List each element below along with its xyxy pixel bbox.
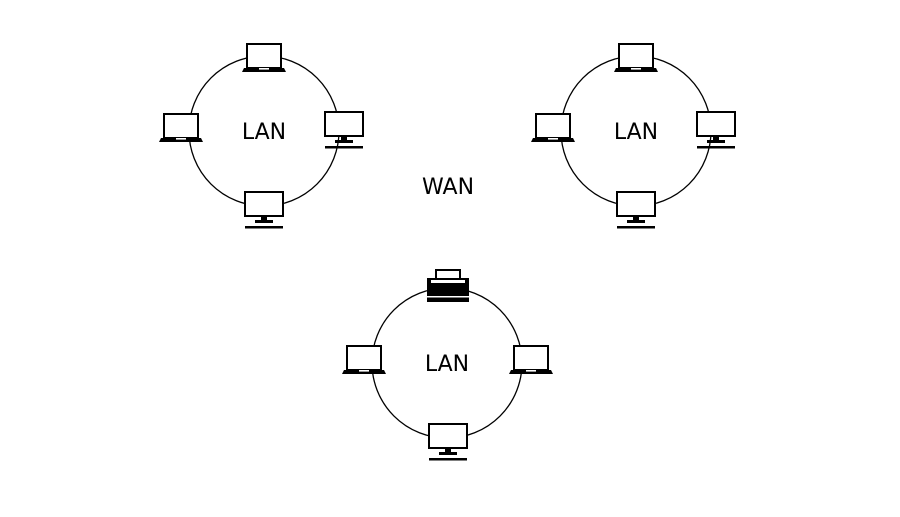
lan-label: LAN [242,120,286,145]
laptop-icon [613,43,659,73]
laptop-icon [341,345,387,375]
laptop-icon [530,113,576,143]
desktop-computer-icon [616,191,656,230]
laptop-icon [241,43,287,73]
monitor-icon [696,111,736,150]
lan-label: LAN [425,352,469,377]
printer-icon [426,269,470,303]
lan-ring-2: LAN [530,43,736,230]
lan-ring-3: LAN [341,269,554,462]
desktop-computer-icon [244,191,284,230]
desktop-computer-icon [428,423,468,462]
lan-ring-1: LAN [158,43,364,230]
laptop-icon [508,345,554,375]
monitor-icon [324,111,364,150]
laptop-icon [158,113,204,143]
lan-label: LAN [614,120,658,145]
wan-label: WAN [422,175,474,200]
